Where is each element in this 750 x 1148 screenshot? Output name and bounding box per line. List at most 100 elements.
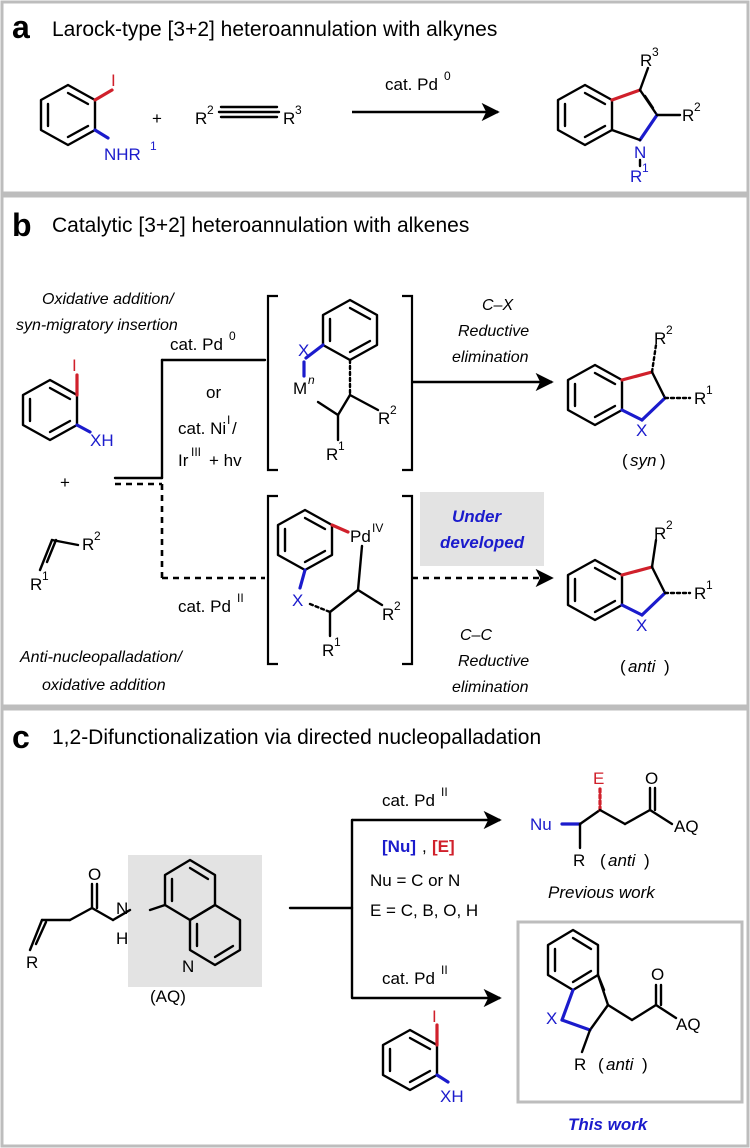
panel-b-cond-ni: cat. Ni: [178, 419, 226, 438]
panel-c-this-work-label: This work: [568, 1115, 649, 1134]
panel-c-this-close-paren: ): [642, 1055, 648, 1074]
panel-a: a Larock-type [3+2] heteroannulation wit…: [12, 9, 701, 186]
panel-c-aq-n: N: [182, 957, 194, 976]
alkyne-structure: R 2 R 3: [195, 103, 302, 128]
panel-b-syn-x: X: [636, 421, 647, 440]
panel-a-iodo-label: I: [111, 71, 116, 90]
panel-b-highlight-1: Under: [452, 507, 503, 526]
panel-b-cc-3: elimination: [452, 679, 529, 696]
panel-b-cond-pd2-sup: II: [237, 591, 244, 605]
panel-c-frame: [0, 707, 750, 1148]
panel-b-cond-ir-sup: III: [191, 445, 201, 459]
panel-b-cond-pd0-sup: 0: [229, 329, 236, 343]
panel-b-intermediate-syn: X M n R 1 R 2: [266, 294, 414, 472]
panel-c-prev-nu: Nu: [530, 815, 552, 834]
iodoaniline-structure: I NHR 1: [39, 71, 157, 164]
panel-a-title: Larock-type [3+2] heteroannulation with …: [52, 18, 497, 41]
panel-c-reagent-i: I: [432, 1007, 437, 1026]
panel-c-bottom-cond-sup: II: [441, 963, 448, 977]
panel-a-frame: [0, 0, 750, 195]
panel-b-int2-r2-sup: 2: [394, 599, 401, 613]
panel-b-int2-r1-sup: 1: [334, 635, 341, 649]
panel-c-substrate: R O N H N (AQ): [26, 855, 262, 1006]
panel-a-alkyne-r2-sup: 2: [207, 103, 214, 117]
panel-b-cond-ir-tail: + hv: [209, 451, 242, 470]
panel-b-title: Catalytic [3+2] heteroannulation with al…: [52, 214, 469, 237]
panel-b-syn-r1: R: [694, 389, 706, 408]
panel-b-syn-r1-sup: 1: [706, 383, 713, 397]
panel-b-alkene-r2: R: [82, 535, 94, 554]
panel-a-alkyne-r3-sup: 3: [295, 103, 302, 117]
panel-a-conditions-sup: 0: [444, 69, 451, 83]
panel-b-cx-3: elimination: [452, 349, 529, 366]
panel-a-alkyne-r3: R: [283, 109, 295, 128]
panel-b-cc-2: Reductive: [458, 653, 529, 670]
panel-c-this-x: X: [546, 1009, 557, 1028]
panel-b-highlight-2: developed: [440, 533, 525, 552]
panel-b-bottom-mech-1: Anti-nucleopalladation/: [19, 649, 183, 666]
panel-a-product-r2-sup: 2: [694, 100, 701, 114]
panel-c-e-tag: [E]: [432, 837, 455, 856]
panel-b-plus: +: [60, 473, 70, 492]
panel-b-int1-m: M: [293, 379, 307, 398]
panel-c-nu-def: Nu = C or N: [370, 871, 460, 890]
panel-c-sm-o: O: [88, 865, 101, 884]
panel-c-prev-anti: anti: [608, 851, 637, 870]
underdeveloped-highlight: [420, 492, 544, 566]
panel-b-int2-x: X: [292, 591, 303, 610]
panel-b-or: or: [206, 383, 221, 402]
panel-a-product-r3: R: [640, 51, 652, 70]
panel-b-cc-1: C–C: [460, 627, 492, 644]
panel-a-product-r1: R: [630, 167, 642, 186]
panel-b-anti-close-paren: ): [664, 657, 670, 676]
panel-b-int1-r2-sup: 2: [390, 403, 397, 417]
panel-c-prev-r: R: [573, 851, 585, 870]
panel-c-this-aq: AQ: [676, 1015, 701, 1034]
panel-b-anti-label: anti: [628, 657, 657, 676]
panel-b-top-mech-2: syn-migratory insertion: [16, 317, 178, 334]
panel-b-syn-r2: R: [654, 329, 666, 348]
panel-b-letter: b: [12, 207, 32, 243]
panel-b-cond-ni-tail: /: [232, 419, 237, 438]
panel-c-e-def: E = C, B, O, H: [370, 901, 478, 920]
panel-a-product-n: N: [634, 143, 646, 162]
panel-b-cx-1: C–X: [482, 297, 514, 314]
panel-c-sm-r: R: [26, 953, 38, 972]
panel-b-int2-r2: R: [382, 605, 394, 624]
panel-c-this-work-product: X O AQ R ( anti ): [546, 928, 701, 1074]
panel-b-frame: [0, 194, 750, 708]
panel-b-syn-close-paren: ): [660, 451, 666, 470]
panel-b-int2-pd-sup: IV: [372, 521, 383, 535]
panel-c-prev-o: O: [645, 769, 658, 788]
panel-c-letter: c: [12, 719, 30, 755]
aq-highlight: [128, 855, 262, 987]
panel-b-alkene-r1-sup: 1: [42, 569, 49, 583]
panel-c-reagent-xh: XH: [440, 1087, 464, 1106]
panel-a-product-r3-sup: 3: [652, 45, 659, 59]
panel-b-int2-r1: R: [322, 641, 334, 660]
panel-a-nhr-label: NHR: [104, 145, 141, 164]
panel-b-bottom-mech-2: oxidative addition: [42, 677, 166, 694]
panel-c-this-open-paren: (: [598, 1055, 604, 1074]
panel-b-aryl-iodide: I XH: [21, 356, 114, 450]
panel-c-aq-label: (AQ): [150, 987, 186, 1006]
panel-b-intermediate-anti: Pd IV X R 1 R 2: [266, 494, 414, 666]
this-work-frame: [516, 920, 744, 1104]
panel-c-sm-h: H: [116, 929, 128, 948]
panel-c-prev-e: E: [593, 769, 604, 788]
panel-c-this-anti: anti: [606, 1055, 635, 1074]
panel-b-anti-r2: R: [654, 524, 666, 543]
indole-product: R 3 R 2 N R 1: [556, 45, 701, 186]
panel-c-title: 1,2-Difunctionalization via directed nuc…: [52, 726, 541, 749]
panel-a-alkyne-r2: R: [195, 109, 207, 128]
panel-b-anti-x: X: [636, 616, 647, 635]
panel-b-syn-open-paren: (: [622, 451, 628, 470]
panel-b-sm-xh: XH: [90, 431, 114, 450]
panel-c-top-cond: cat. Pd: [382, 791, 435, 810]
panel-b-cond-pd2: cat. Pd: [178, 597, 231, 616]
panel-b-syn-label: syn: [630, 451, 656, 470]
panel-b-int1-n: n: [308, 373, 315, 387]
panel-b-syn-product: R 2 R 1 X ( syn ): [566, 323, 713, 470]
panel-b: b Catalytic [3+2] heteroannulation with …: [12, 207, 713, 696]
